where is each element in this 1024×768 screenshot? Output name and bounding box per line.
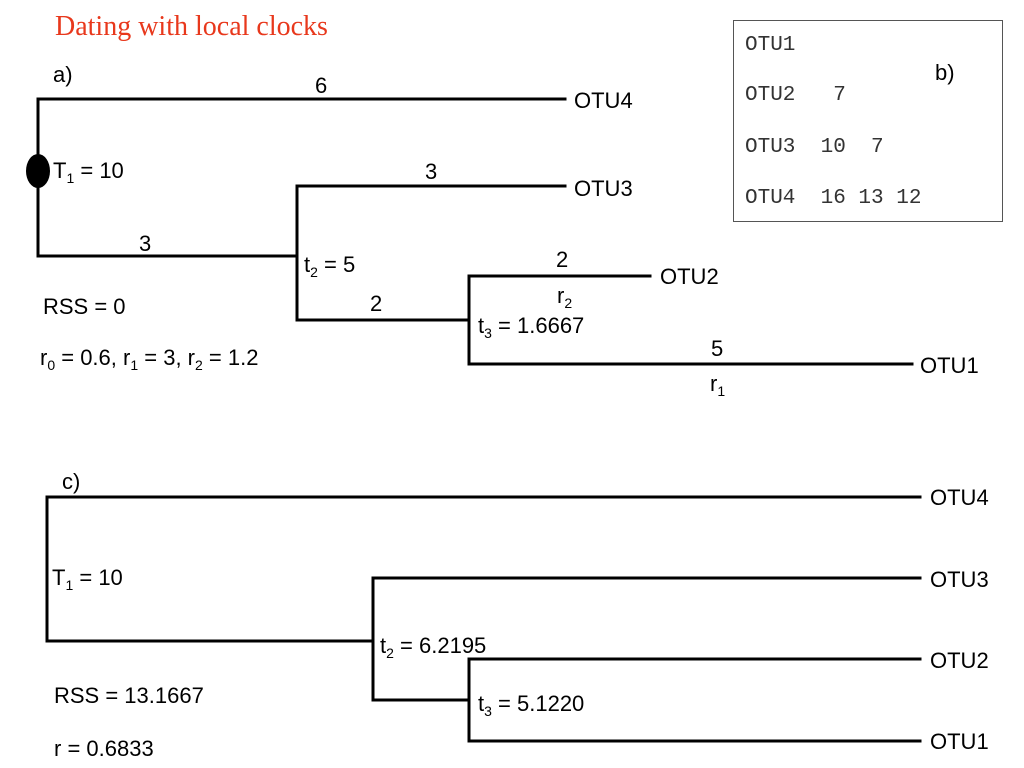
rss-label: RSS = 0	[43, 294, 126, 319]
branch-length-label: 2	[370, 291, 383, 316]
matrix-row: OTU4 16 13 12	[745, 187, 922, 210]
page-title: Dating with local clocks	[55, 11, 328, 42]
matrix-row: OTU1	[745, 34, 796, 57]
otu3-label: OTU3	[930, 567, 989, 592]
otu2-label: OTU2	[930, 648, 989, 673]
otu4-label: OTU4	[574, 88, 633, 113]
matrix-row: OTU2 7	[745, 84, 846, 107]
panel-b-label: b)	[935, 60, 955, 85]
branch-length-label: 3	[139, 231, 152, 256]
panel-c-label: c)	[62, 469, 81, 494]
t2-label: t2 = 5	[304, 252, 356, 280]
branch-length-label: 5	[711, 336, 724, 361]
r1-label: r1	[710, 371, 726, 399]
branch-length-label: 6	[315, 73, 328, 98]
rss-label: RSS = 13.1667	[54, 683, 204, 708]
t3-label: t3 = 5.1220	[478, 691, 585, 719]
T1-label: T1 = 10	[53, 158, 124, 186]
T1-label: T1 = 10	[52, 565, 123, 593]
otu2-label: OTU2	[660, 264, 719, 289]
root-node-marker	[26, 154, 50, 188]
otu1-label: OTU1	[930, 729, 989, 754]
matrix-row: OTU3 10 7	[745, 136, 884, 159]
rate-label: r = 0.6833	[54, 736, 154, 761]
t3-label: t3 = 1.6667	[478, 313, 585, 341]
branch-length-label: 2	[556, 247, 569, 272]
otu4-label: OTU4	[930, 485, 989, 510]
rates-label: r0 = 0.6, r1 = 3, r2 = 1.2	[40, 345, 259, 373]
branch-length-label: 3	[425, 159, 438, 184]
distance-matrix: OTU1 b) OTU2 7 OTU3 10 7 OTU4 16 13 12	[733, 20, 1003, 222]
t2-label: t2 = 6.2195	[380, 633, 487, 661]
otu3-label: OTU3	[574, 176, 633, 201]
otu1-label: OTU1	[920, 353, 979, 378]
panel-a-label: a)	[53, 62, 73, 87]
r2-label: r2	[557, 283, 573, 311]
